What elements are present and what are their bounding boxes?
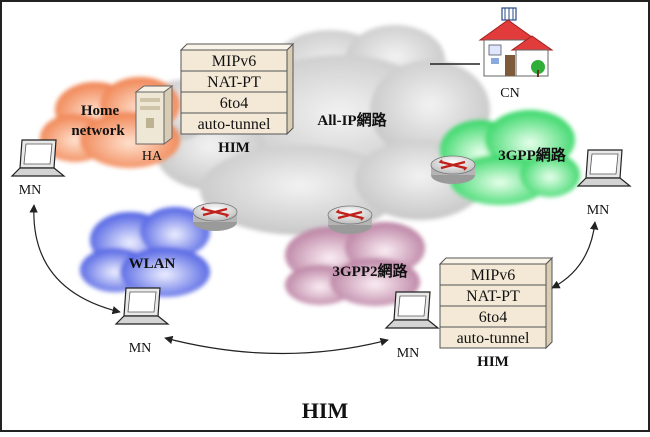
him-top-line-1: MIPv6	[212, 53, 256, 70]
3gpp-label: 3GPP網路	[498, 146, 566, 164]
him-box-bottom: MIPv6 NAT-PT 6to4 auto-tunnel	[438, 256, 554, 350]
router-icon	[327, 205, 373, 234]
3gpp-cloud	[440, 110, 580, 205]
router-icon	[192, 202, 238, 231]
him-bottom-line-4: auto-tunnel	[457, 330, 530, 347]
3gpp2-label: 3GPP2網路	[333, 262, 409, 280]
mn-right-label: MN	[587, 203, 610, 218]
him-bottom-line-1: MIPv6	[471, 267, 515, 284]
router-icon	[430, 155, 476, 184]
handover-arrow-right	[551, 221, 599, 289]
home-label-line1: Home	[81, 103, 120, 119]
him-box-top: MIPv6 NAT-PT 6to4 auto-tunnel	[179, 42, 295, 136]
home-label-line2: network	[71, 123, 125, 139]
wlan-label: WLAN	[129, 256, 176, 272]
mn-left-label: MN	[19, 183, 42, 198]
server-icon	[134, 85, 174, 145]
mn-bottom-right-label: MN	[397, 346, 420, 361]
house-icon	[478, 7, 554, 77]
laptop-icon	[576, 149, 632, 187]
him-top-line-2: NAT-PT	[207, 74, 261, 91]
cn-label: CN	[500, 86, 519, 101]
ha-label: HA	[142, 149, 163, 164]
him-bottom-line-3: 6to4	[479, 309, 507, 326]
him-bottom-line-2: NAT-PT	[466, 288, 520, 305]
mn-bottom-left-label: MN	[129, 341, 152, 356]
all-ip-label: All-IP網路	[317, 111, 387, 129]
laptop-icon	[384, 291, 440, 329]
him-bottom-label: HIM	[477, 354, 509, 370]
him-top-line-4: auto-tunnel	[198, 116, 271, 133]
him-top-label: HIM	[218, 140, 250, 156]
handover-arrow-bottom	[164, 335, 389, 355]
laptop-icon	[114, 287, 170, 325]
laptop-icon	[10, 139, 66, 177]
him-top-line-3: 6to4	[220, 95, 248, 112]
handover-arrow-left	[29, 204, 121, 315]
diagram-title: HIM	[302, 398, 349, 423]
